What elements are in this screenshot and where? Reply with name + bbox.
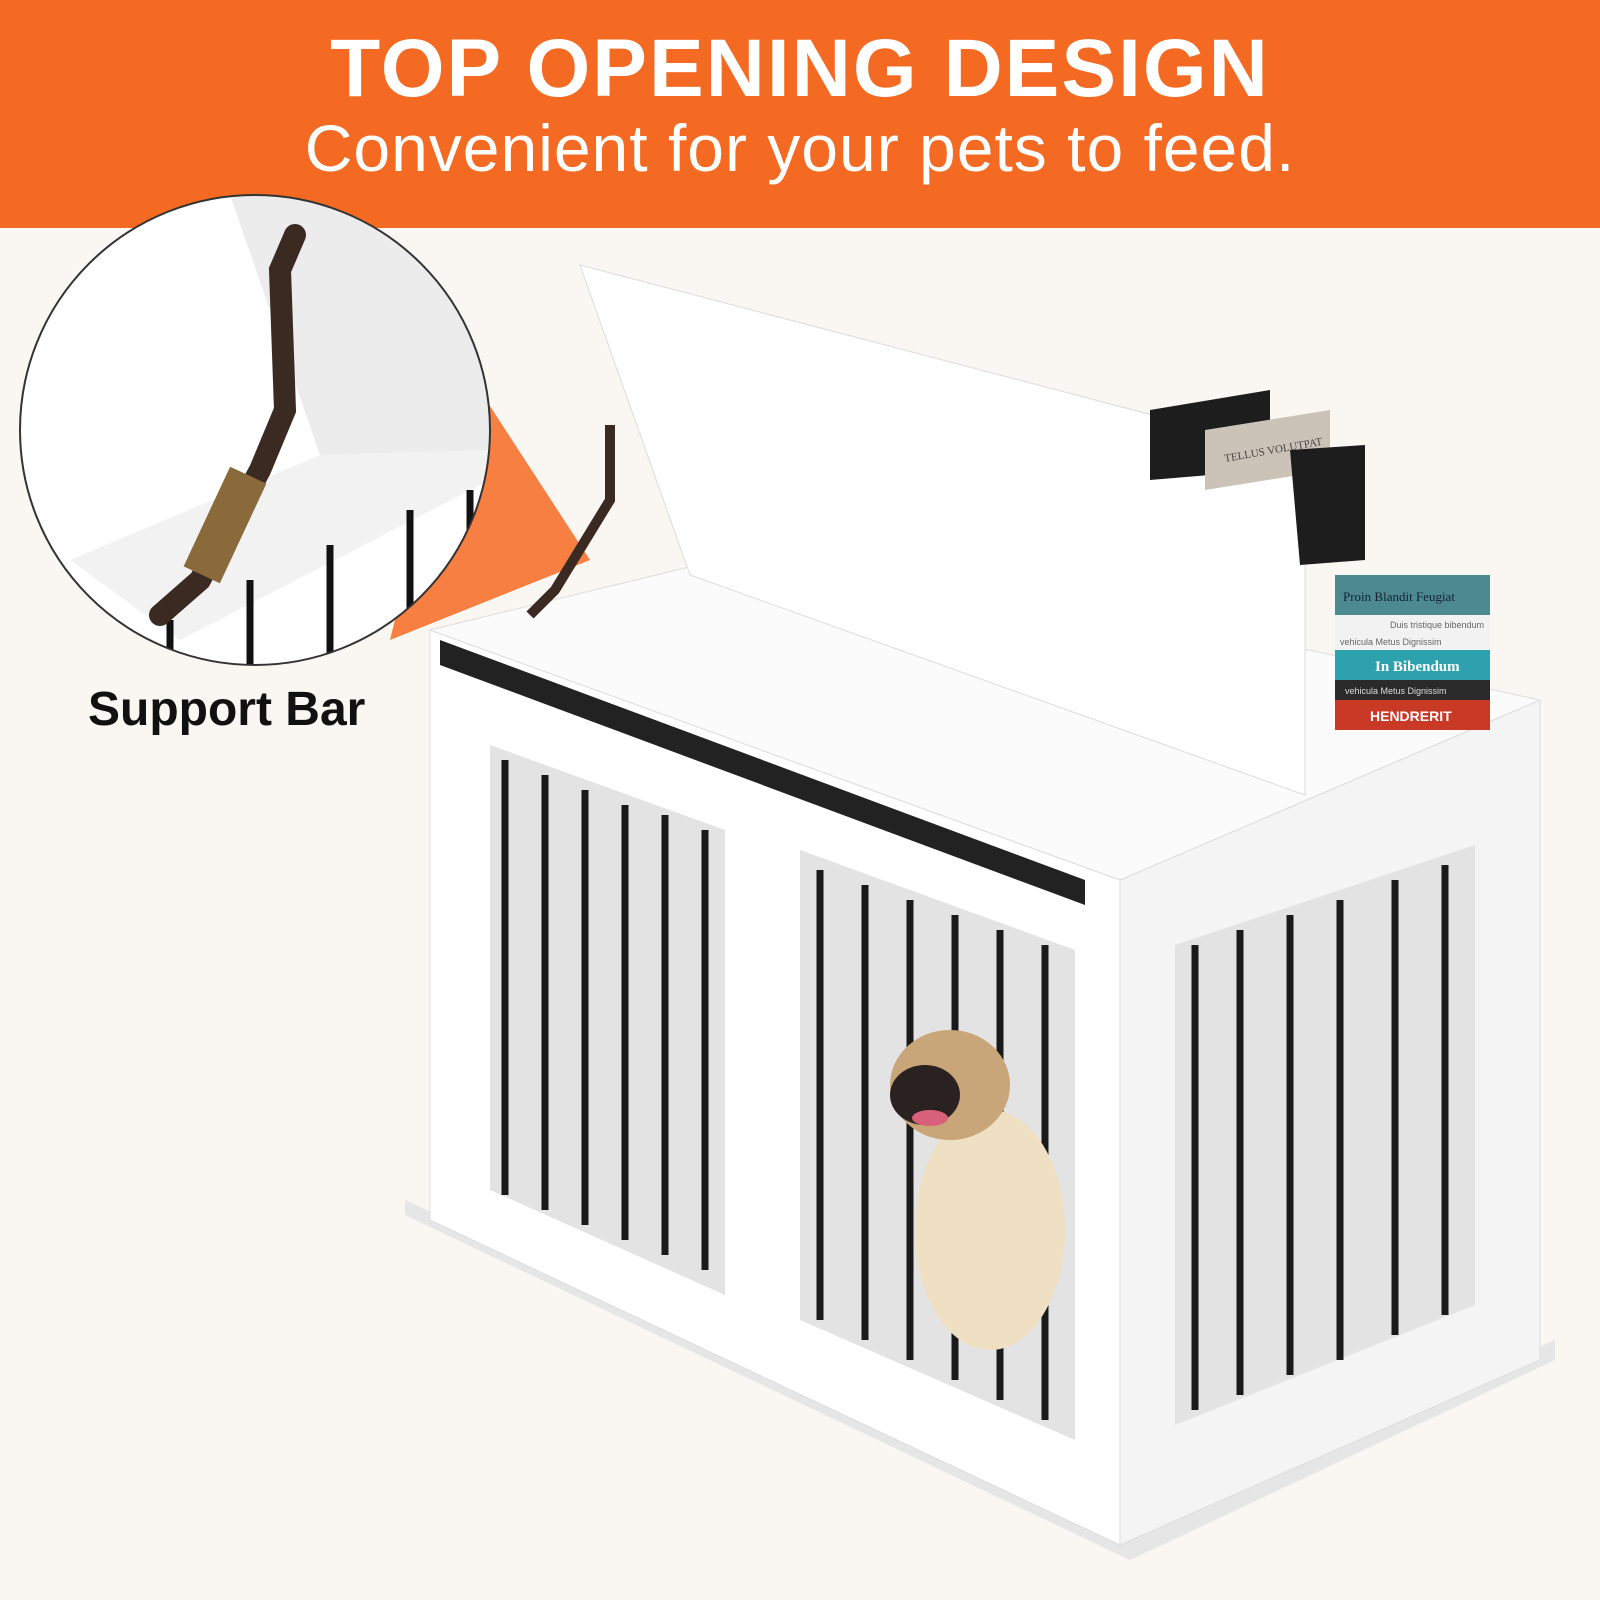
book-spine-text: vehicula Metus Dignissim: [1345, 686, 1447, 696]
support-bar-hinge: [526, 425, 615, 619]
front-bars: [501, 760, 1449, 1420]
open-lid[interactable]: [579, 264, 1306, 796]
support-bar-label: Support Bar: [88, 683, 366, 736]
barn-door-rail: [440, 640, 1085, 905]
book-spine-text: In Bibendum: [1375, 659, 1460, 675]
hinge-detail-magnifier: [20, 195, 490, 665]
subheadline: Convenient for your pets to feed.: [304, 111, 1296, 185]
book-spine-text: HENDRERIT: [1370, 708, 1452, 724]
book-spine-text: vehicula Metus Dignissim: [1340, 637, 1442, 647]
book-spine-text: Duis tristique bibendum: [1390, 620, 1484, 630]
magnifier-border: [19, 194, 491, 666]
book-spine-text: Proin Blandit Feugiat: [1343, 589, 1455, 604]
crate-top: [428, 539, 1542, 881]
headline: TOP OPENING DESIGN: [330, 23, 1270, 114]
book-stack: TELLUS VOLUTPAT Proin Blandit Feugiat Du…: [1150, 390, 1490, 730]
header-banner: TOP OPENING DESIGN Convenient for your p…: [0, 0, 1600, 228]
pug-image: [890, 1030, 1065, 1350]
crate-base: [405, 1200, 1555, 1560]
side-opening: [1175, 845, 1475, 1425]
